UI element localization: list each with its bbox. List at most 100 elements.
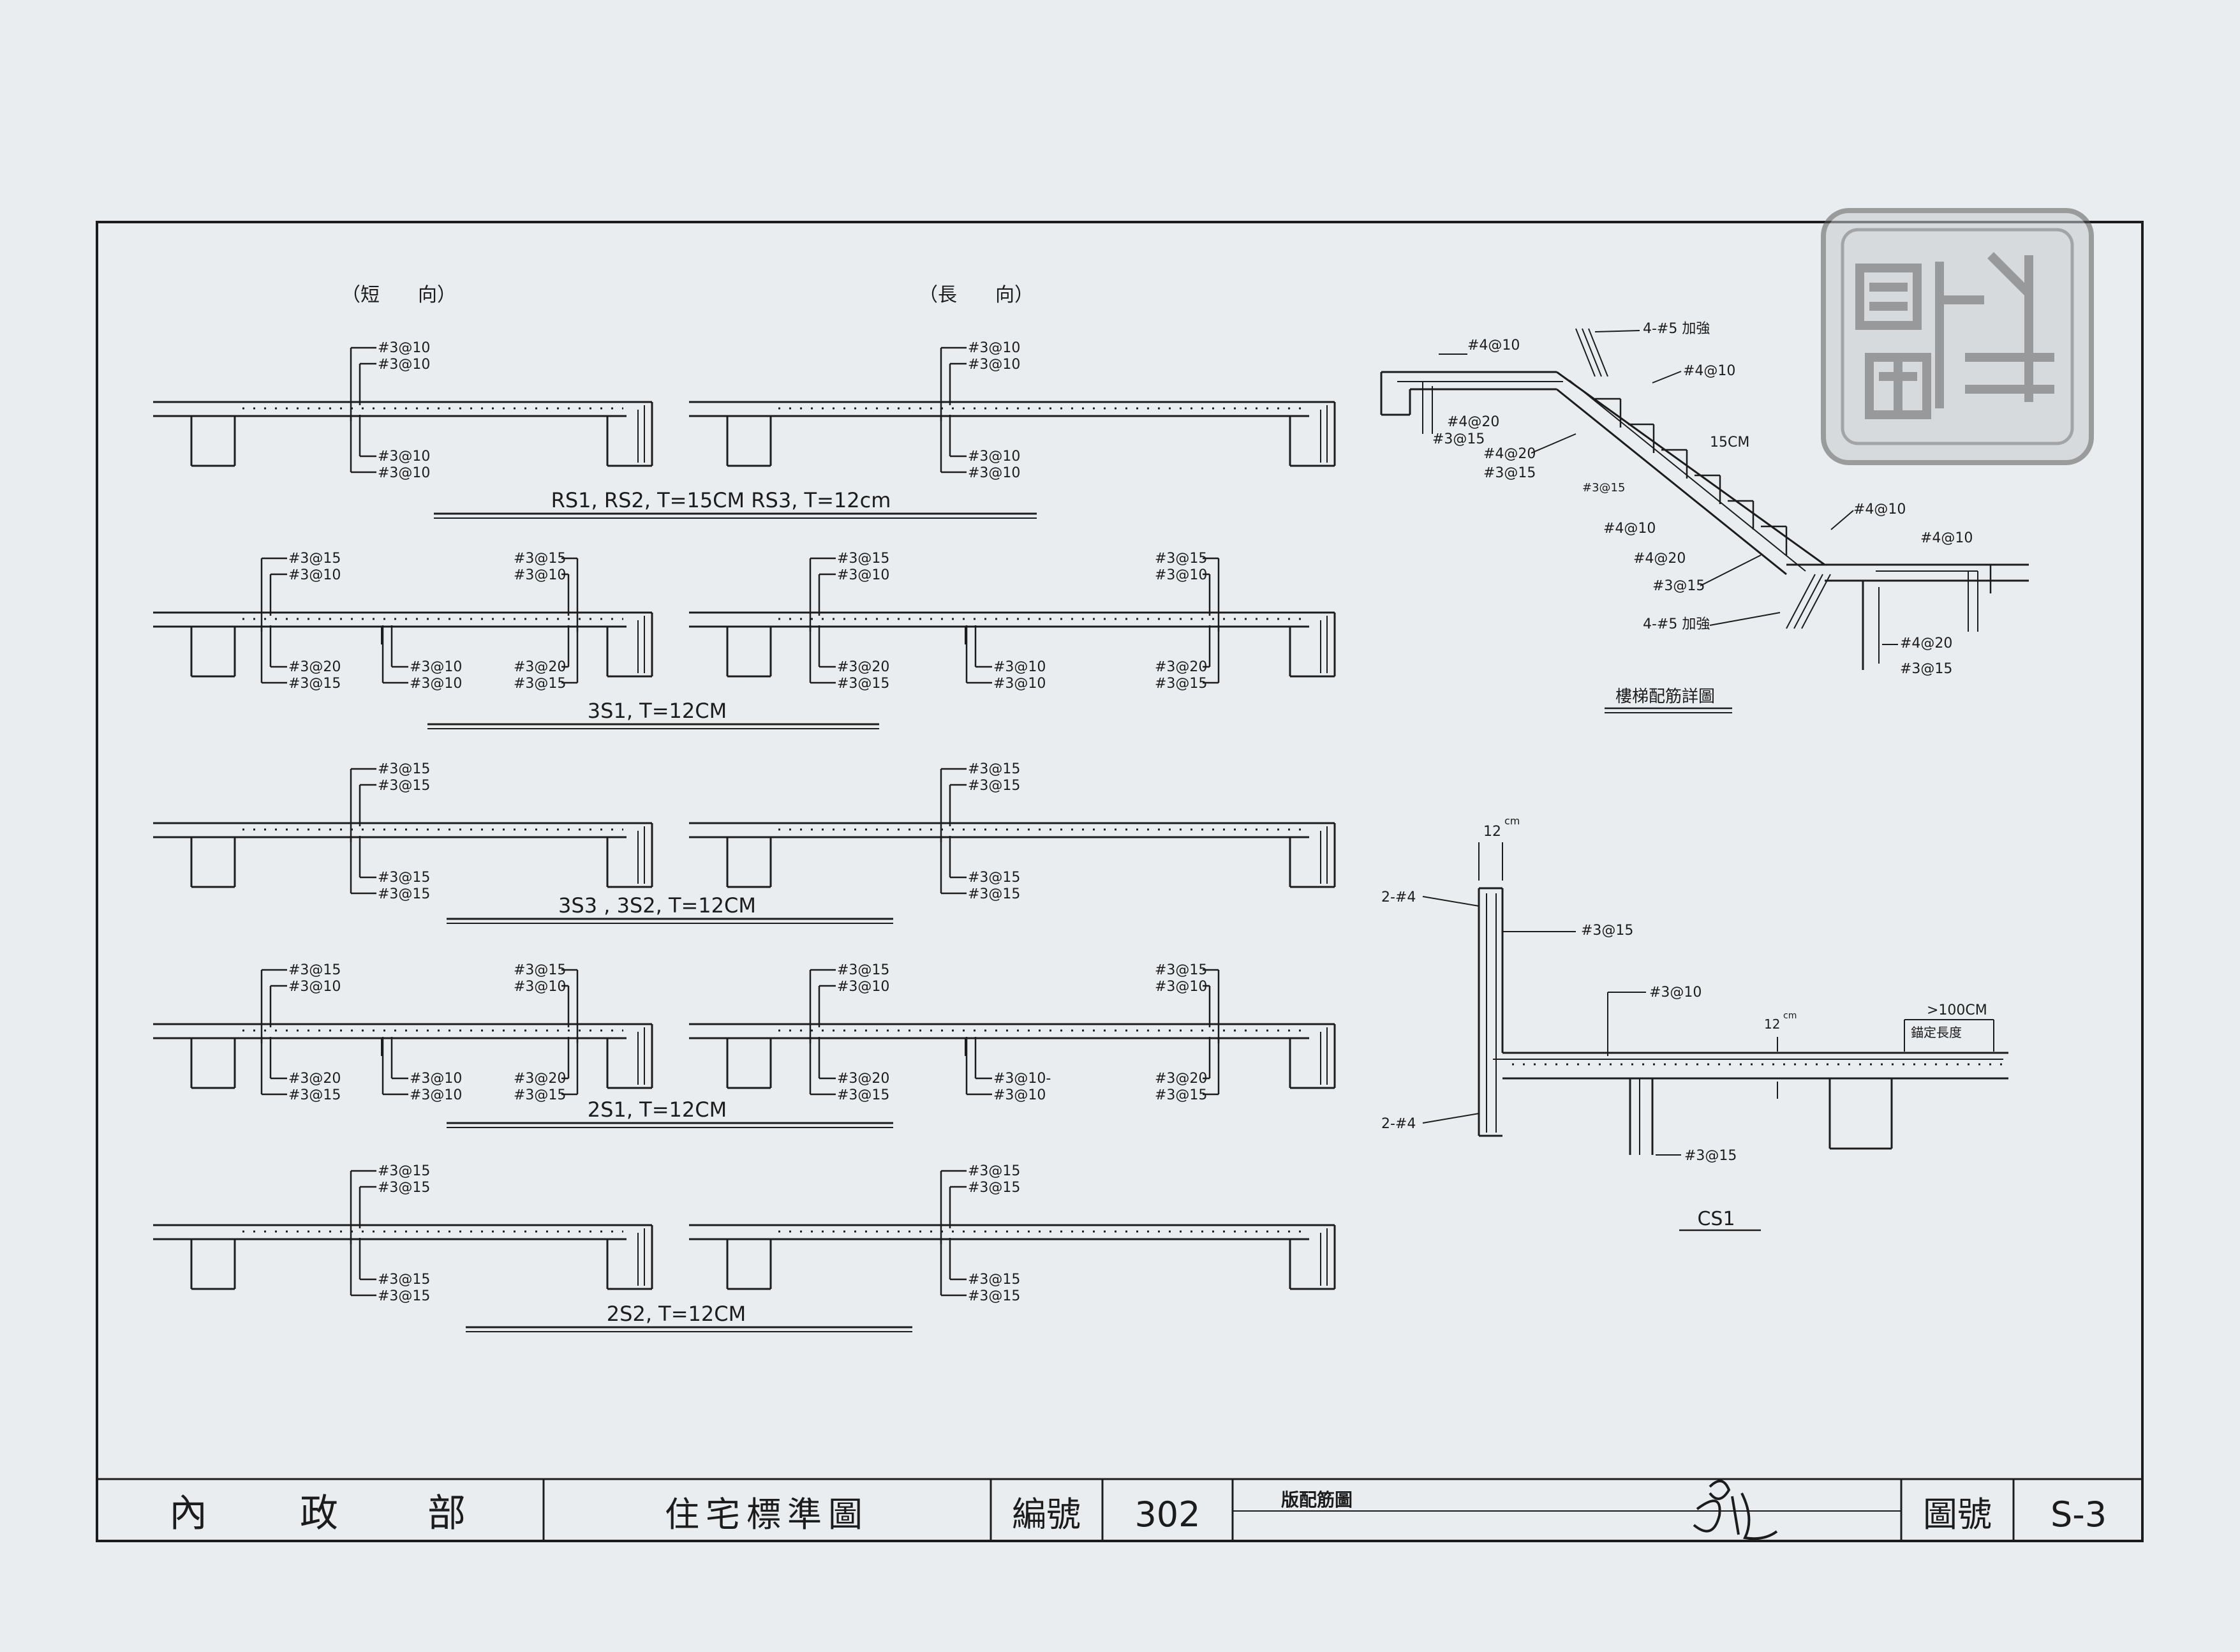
slab-short-direction: #3@15#3@10#3@15#3@10#3@20#3@15#3@10#3@10…: [153, 962, 653, 1103]
stair-detail: #4@104-#5 加強#4@1015CM#4@20#3@15#4@20#3@1…: [1380, 321, 2029, 713]
slab-long-direction: #3@15#3@10#3@15#3@10#3@20#3@15#3@10#3@10…: [689, 551, 1336, 692]
rebar-label: #3@10: [410, 1071, 462, 1087]
rebar-label: #3@10: [968, 357, 1020, 373]
rebar-label: #3@15: [837, 962, 889, 978]
stair-label: #4@10: [1683, 363, 1735, 379]
slab-title: 3S3 , 3S2, T=12CM: [558, 893, 756, 918]
leader-line: [1594, 330, 1640, 332]
rebar-label: #3@15: [378, 1272, 430, 1288]
rebar-label: #3@10: [378, 357, 430, 373]
rebar-label: #3@10: [378, 465, 430, 481]
number-label: 編號: [1012, 1494, 1081, 1535]
rebar-label: #3@15: [288, 1087, 341, 1103]
header-long-direction: （長 向）: [919, 284, 1034, 306]
rebar-label: #3@20: [514, 1071, 566, 1087]
leader-line: [1422, 896, 1480, 907]
rebar-label: #3@15: [1155, 1087, 1207, 1103]
rebar-label: #3@10: [968, 340, 1020, 356]
rebar-label: #3@15: [837, 676, 889, 692]
slab-short-direction: #3@15#3@15#3@15#3@15: [153, 761, 653, 902]
rebar-label: #3@20: [837, 1071, 889, 1087]
slab-row-3: #3@15#3@15#3@15#3@15#3@15#3@15#3@15#3@15…: [153, 761, 1336, 924]
rebar-label: #3@10: [1155, 979, 1207, 995]
slab-row-5: #3@15#3@15#3@15#3@15#3@15#3@15#3@15#3@15…: [153, 1163, 1336, 1332]
rebar-label: #3@15: [378, 870, 430, 886]
title-block: 內 政 部 住宅標準圖 編號 302 版配筋圖 圖號 S-3: [169, 1479, 2107, 1541]
slab-long-direction: #3@15#3@15#3@15#3@15: [689, 761, 1336, 902]
rebar-label: #3@15: [968, 870, 1020, 886]
rebar-label: #3@10: [410, 659, 462, 675]
leader-line: [1830, 510, 1854, 530]
stair-label: #4@10: [1603, 521, 1656, 537]
rebar-label: #3@15: [1155, 962, 1207, 978]
slab-title: 2S2, T=12CM: [607, 1302, 746, 1326]
reinforce-bar: [1793, 574, 1823, 629]
stair-label: #3@15: [1582, 481, 1625, 495]
rebar-label: #3@15: [968, 1272, 1020, 1288]
slab-sections: #3@10#3@10#3@10#3@10#3@10#3@10#3@10#3@10…: [153, 340, 1336, 1332]
drawing-id-label: 圖號: [1923, 1494, 1992, 1535]
rebar-label: #3@15: [514, 551, 566, 567]
cs-label: #3@15: [1684, 1148, 1737, 1164]
drawing-number: 302: [1134, 1494, 1200, 1535]
rebar-label: #3@10: [288, 979, 341, 995]
org-char-1: 內: [169, 1491, 207, 1536]
cs1-detail: 12cm2-#42-#4#3@15#3@1012cm>100CM錨定長度#3@1…: [1381, 815, 2008, 1232]
stair-label: #4@10: [1467, 338, 1520, 353]
rebar-label: #3@10: [378, 340, 430, 356]
rebar-label: #3@15: [968, 761, 1020, 777]
reinforce-bar: [1588, 328, 1608, 377]
rebar-label: #3@10: [378, 449, 430, 465]
drawing-id: S-3: [2051, 1494, 2107, 1535]
stair-slab-top: [1556, 371, 1825, 566]
dim-label: 12: [1483, 824, 1501, 840]
rebar-label: #3@10: [837, 979, 889, 995]
rebar-label: #3@10: [993, 659, 1046, 675]
standard-drawing-label: 住宅標準圖: [665, 1494, 869, 1535]
stair-label: #4@20: [1483, 446, 1536, 462]
anchor-label: >100CM: [1927, 1002, 1987, 1018]
drawing-border: [96, 221, 2144, 1542]
rebar-label: #3@10: [968, 449, 1020, 465]
stair-label: #4@20: [1447, 414, 1499, 430]
dim-unit: cm: [1504, 815, 1520, 827]
stair-label: #4@10: [1853, 502, 1906, 517]
rebar-label: #3@15: [378, 886, 430, 902]
dim-unit: cm: [1783, 1011, 1797, 1021]
stair-title: 樓梯配筋詳圖: [1615, 687, 1715, 706]
leader-line: [1709, 612, 1781, 626]
rebar-label: #3@15: [378, 761, 430, 777]
leader-line: [1700, 554, 1762, 586]
rebar-label: #3@15: [837, 551, 889, 567]
stair-slab-bottom: [1556, 388, 1787, 576]
slab-short-direction: #3@10#3@10#3@10#3@10: [153, 340, 653, 481]
leader-line: [1652, 371, 1682, 383]
slab-title: RS1, RS2, T=15CM RS3, T=12cm: [551, 488, 891, 512]
rebar-label: #3@15: [968, 1288, 1020, 1304]
official-seal: [1821, 208, 2094, 465]
dim-label: 12: [1764, 1016, 1780, 1032]
rebar-label: #3@15: [968, 778, 1020, 794]
rebar-label: #3@10-: [993, 1071, 1051, 1087]
leader-line: [1531, 433, 1576, 454]
rebar-label: #3@10: [993, 1087, 1046, 1103]
slab-row-4: #3@15#3@10#3@15#3@10#3@20#3@15#3@10#3@10…: [153, 962, 1336, 1128]
rebar-label: #3@15: [378, 1163, 430, 1179]
anchor-note: 錨定長度: [1911, 1025, 1962, 1040]
slab-long-direction: #3@10#3@10#3@10#3@10: [689, 340, 1336, 481]
rebar-label: #3@15: [514, 962, 566, 978]
rebar-label: #3@15: [837, 1087, 889, 1103]
rebar-label: #3@10: [514, 979, 566, 995]
slab-long-direction: #3@15#3@10#3@15#3@10#3@20#3@15#3@10-#3@1…: [689, 962, 1336, 1103]
slab-short-direction: #3@15#3@10#3@15#3@10#3@20#3@15#3@10#3@10…: [153, 551, 653, 692]
rebar-label: #3@15: [288, 676, 341, 692]
rebar-label: #3@15: [968, 1163, 1020, 1179]
rebar-label: #3@15: [1155, 676, 1207, 692]
rebar-label: #3@15: [378, 1180, 430, 1196]
rebar-label: #3@20: [1155, 659, 1207, 675]
rebar-label: #3@15: [288, 551, 341, 567]
rebar-label: #3@20: [1155, 1071, 1207, 1087]
rebar-label: #3@10: [1155, 567, 1207, 583]
rebar-label: #3@20: [514, 659, 566, 675]
